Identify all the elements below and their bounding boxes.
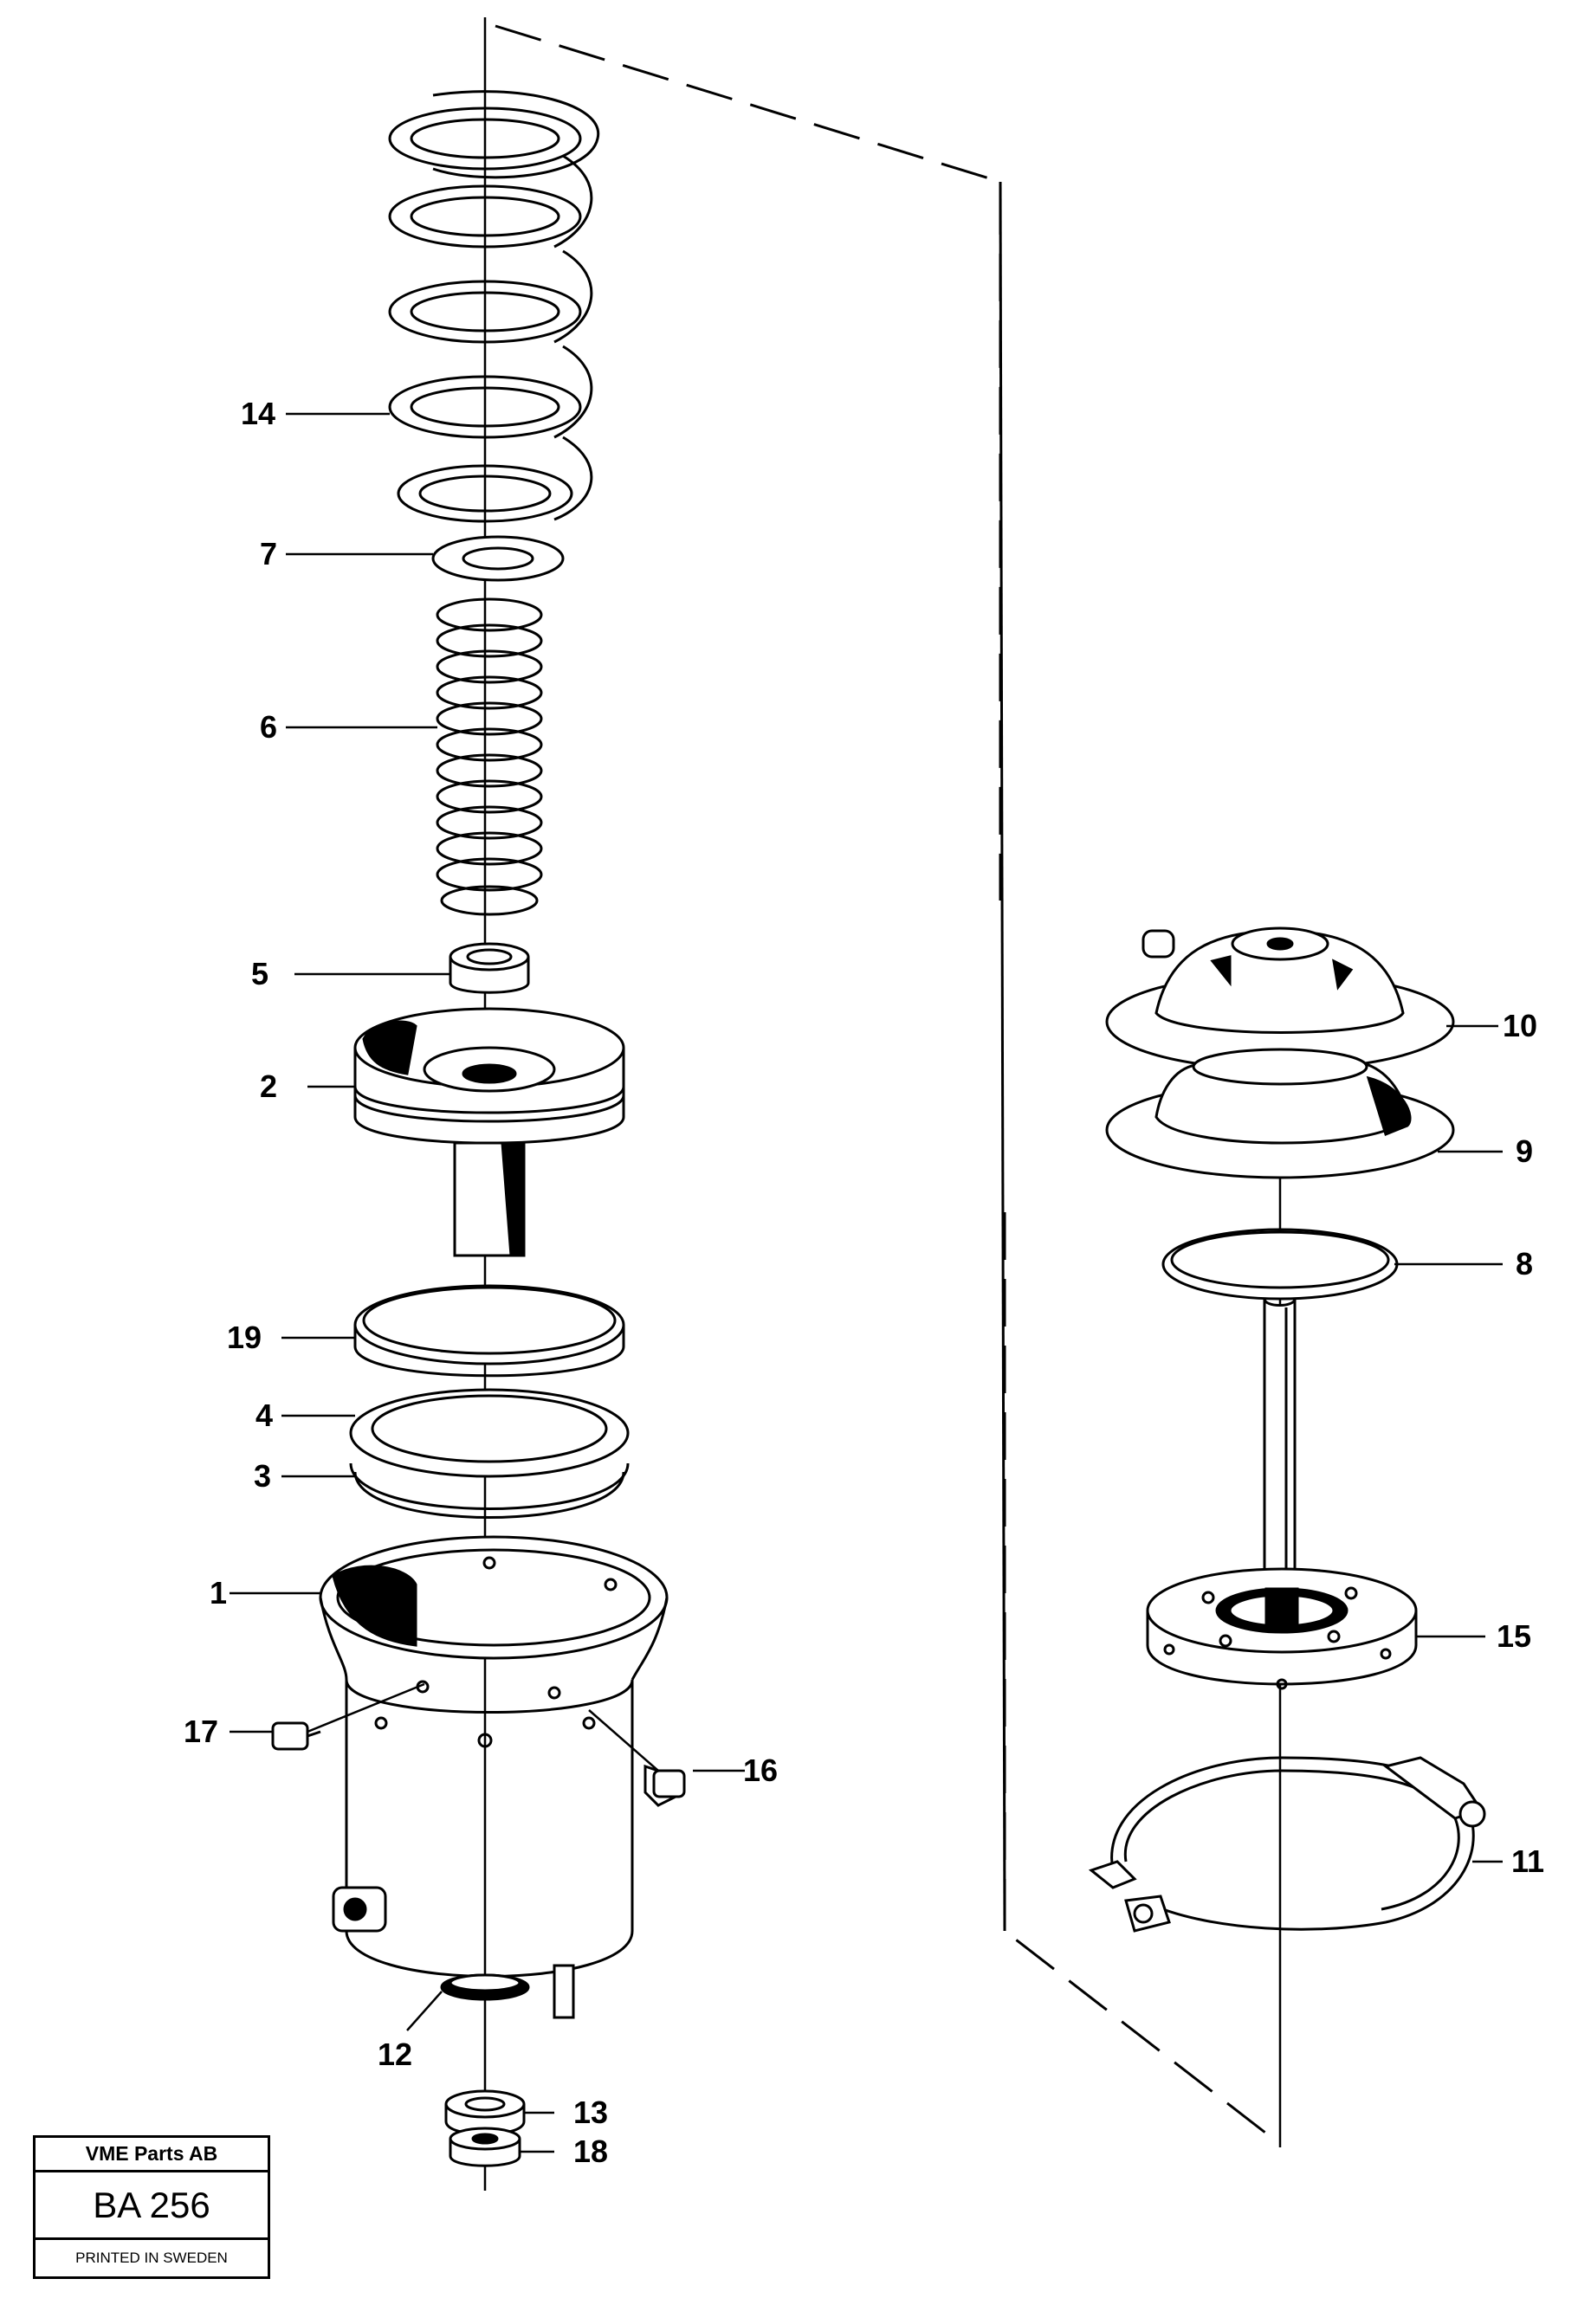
seal-ring: [353, 1284, 625, 1378]
callout-9: 9: [1516, 1133, 1533, 1169]
leader-lines: [230, 412, 1503, 2153]
callout-19: 19: [227, 1320, 262, 1355]
callout-10: 10: [1503, 1008, 1537, 1043]
printed-in-label: PRINTED IN SWEDEN: [75, 2250, 228, 2266]
bottom-seal-12: [440, 1973, 530, 2001]
callout-3: 3: [254, 1458, 271, 1494]
callout-18: 18: [573, 2134, 608, 2169]
o-ring: [349, 1462, 630, 1519]
callout-11: 11: [1511, 1843, 1544, 1879]
callout-13: 13: [573, 2095, 608, 2130]
main-coil-spring: [388, 90, 600, 523]
spring-bushing: [449, 942, 530, 994]
fitting-18: [449, 2127, 521, 2167]
cylinder-housing: [319, 1535, 669, 2019]
piston: [353, 1007, 625, 1257]
guide-ring: [349, 1388, 630, 1478]
callout-4: 4: [255, 1398, 273, 1433]
callout-8: 8: [1516, 1246, 1533, 1281]
callout-5: 5: [251, 956, 268, 991]
callout-14: 14: [241, 396, 275, 431]
plate-8: [1161, 1228, 1399, 1301]
diaphragm-9: [1105, 1048, 1455, 1179]
nut-13: [444, 2089, 526, 2136]
company-name: VME Parts AB: [36, 2138, 268, 2172]
callout-17: 17: [184, 1714, 218, 1749]
spring-seat-washer: [431, 535, 565, 582]
callout-15: 15: [1497, 1618, 1531, 1654]
callout-12: 12: [378, 2037, 412, 2072]
screw-16: [644, 1764, 686, 1807]
screw-17: [271, 1721, 321, 1751]
callout-6: 6: [260, 709, 277, 745]
drawing-number: BA 256: [36, 2172, 268, 2240]
clamp-ring-11: [1088, 1756, 1486, 1933]
callout-16: 16: [743, 1753, 778, 1788]
small-coil-spring: [436, 597, 543, 916]
title-block: VME Parts AB BA 256 PRINTED IN SWEDEN: [33, 2135, 270, 2279]
callout-1: 1: [210, 1575, 227, 1611]
mounting-flange-15: [1146, 1567, 1418, 1690]
callout-2: 2: [260, 1068, 277, 1104]
top-cover-10: [1105, 926, 1455, 1071]
callout-7: 7: [260, 536, 277, 571]
assembly-boundary-dashed: [495, 24, 1274, 2140]
push-rod: [1263, 1298, 1297, 1621]
